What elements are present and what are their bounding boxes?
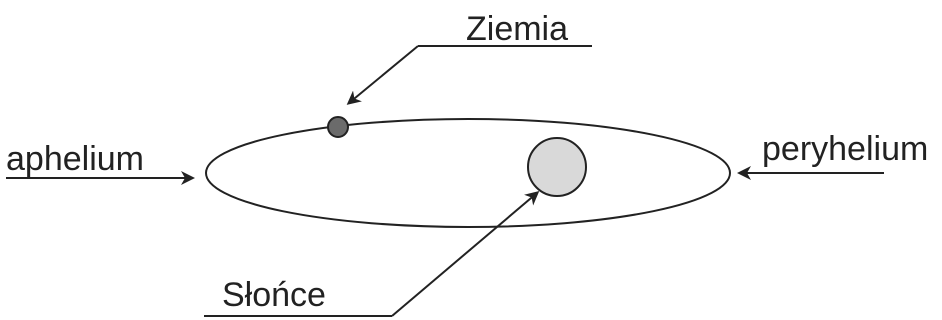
earth-arrow [346, 45, 419, 105]
orbit-ellipse [205, 118, 731, 228]
sun-label: Słońce [222, 276, 326, 314]
perihelion-label: peryhelium [762, 130, 928, 168]
sun-circle [527, 137, 587, 197]
earth-circle [327, 116, 349, 138]
earth-label: Ziemia [466, 10, 568, 48]
sun-arrow [391, 191, 540, 317]
aphelion-label: aphelium [6, 140, 144, 178]
